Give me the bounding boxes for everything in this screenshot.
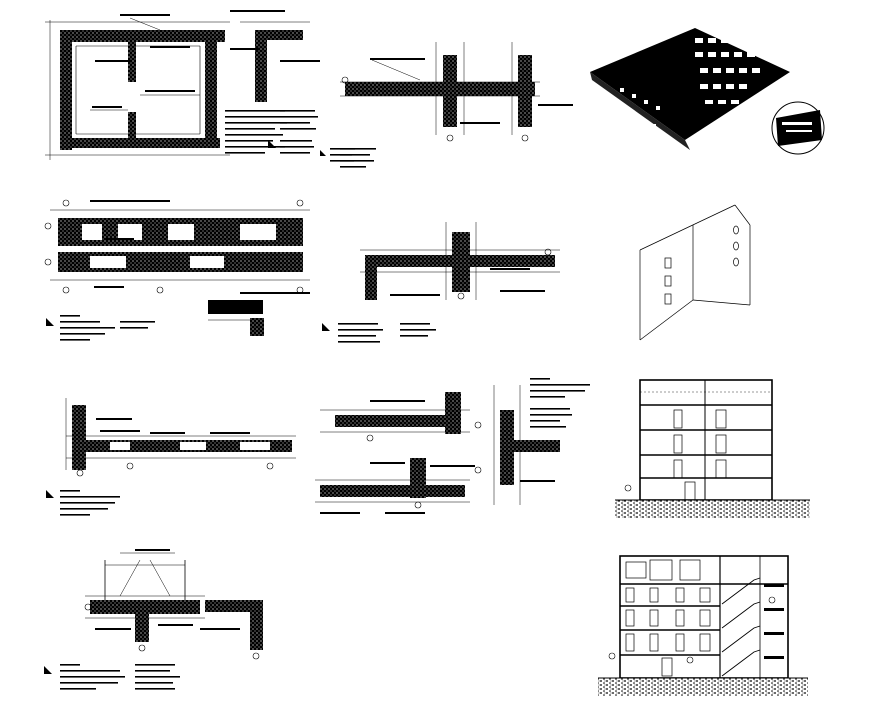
- isometric-view-top-right: [590, 28, 825, 155]
- corner-wall-detail-row3: [46, 398, 296, 516]
- building-section-row4: [598, 555, 808, 696]
- section-elevation-row3: [615, 379, 810, 518]
- cross-junction-detail-row3: [315, 378, 590, 514]
- wall-junction-detail-top-center: [340, 42, 573, 168]
- t-junction-detail-row4: [44, 549, 263, 690]
- t-junction-detail-row2: [322, 222, 560, 343]
- plan-detail-top-left: [45, 10, 355, 162]
- wall-strip-detail-row2: [44, 199, 310, 341]
- perspective-sketch-row2: [639, 204, 751, 341]
